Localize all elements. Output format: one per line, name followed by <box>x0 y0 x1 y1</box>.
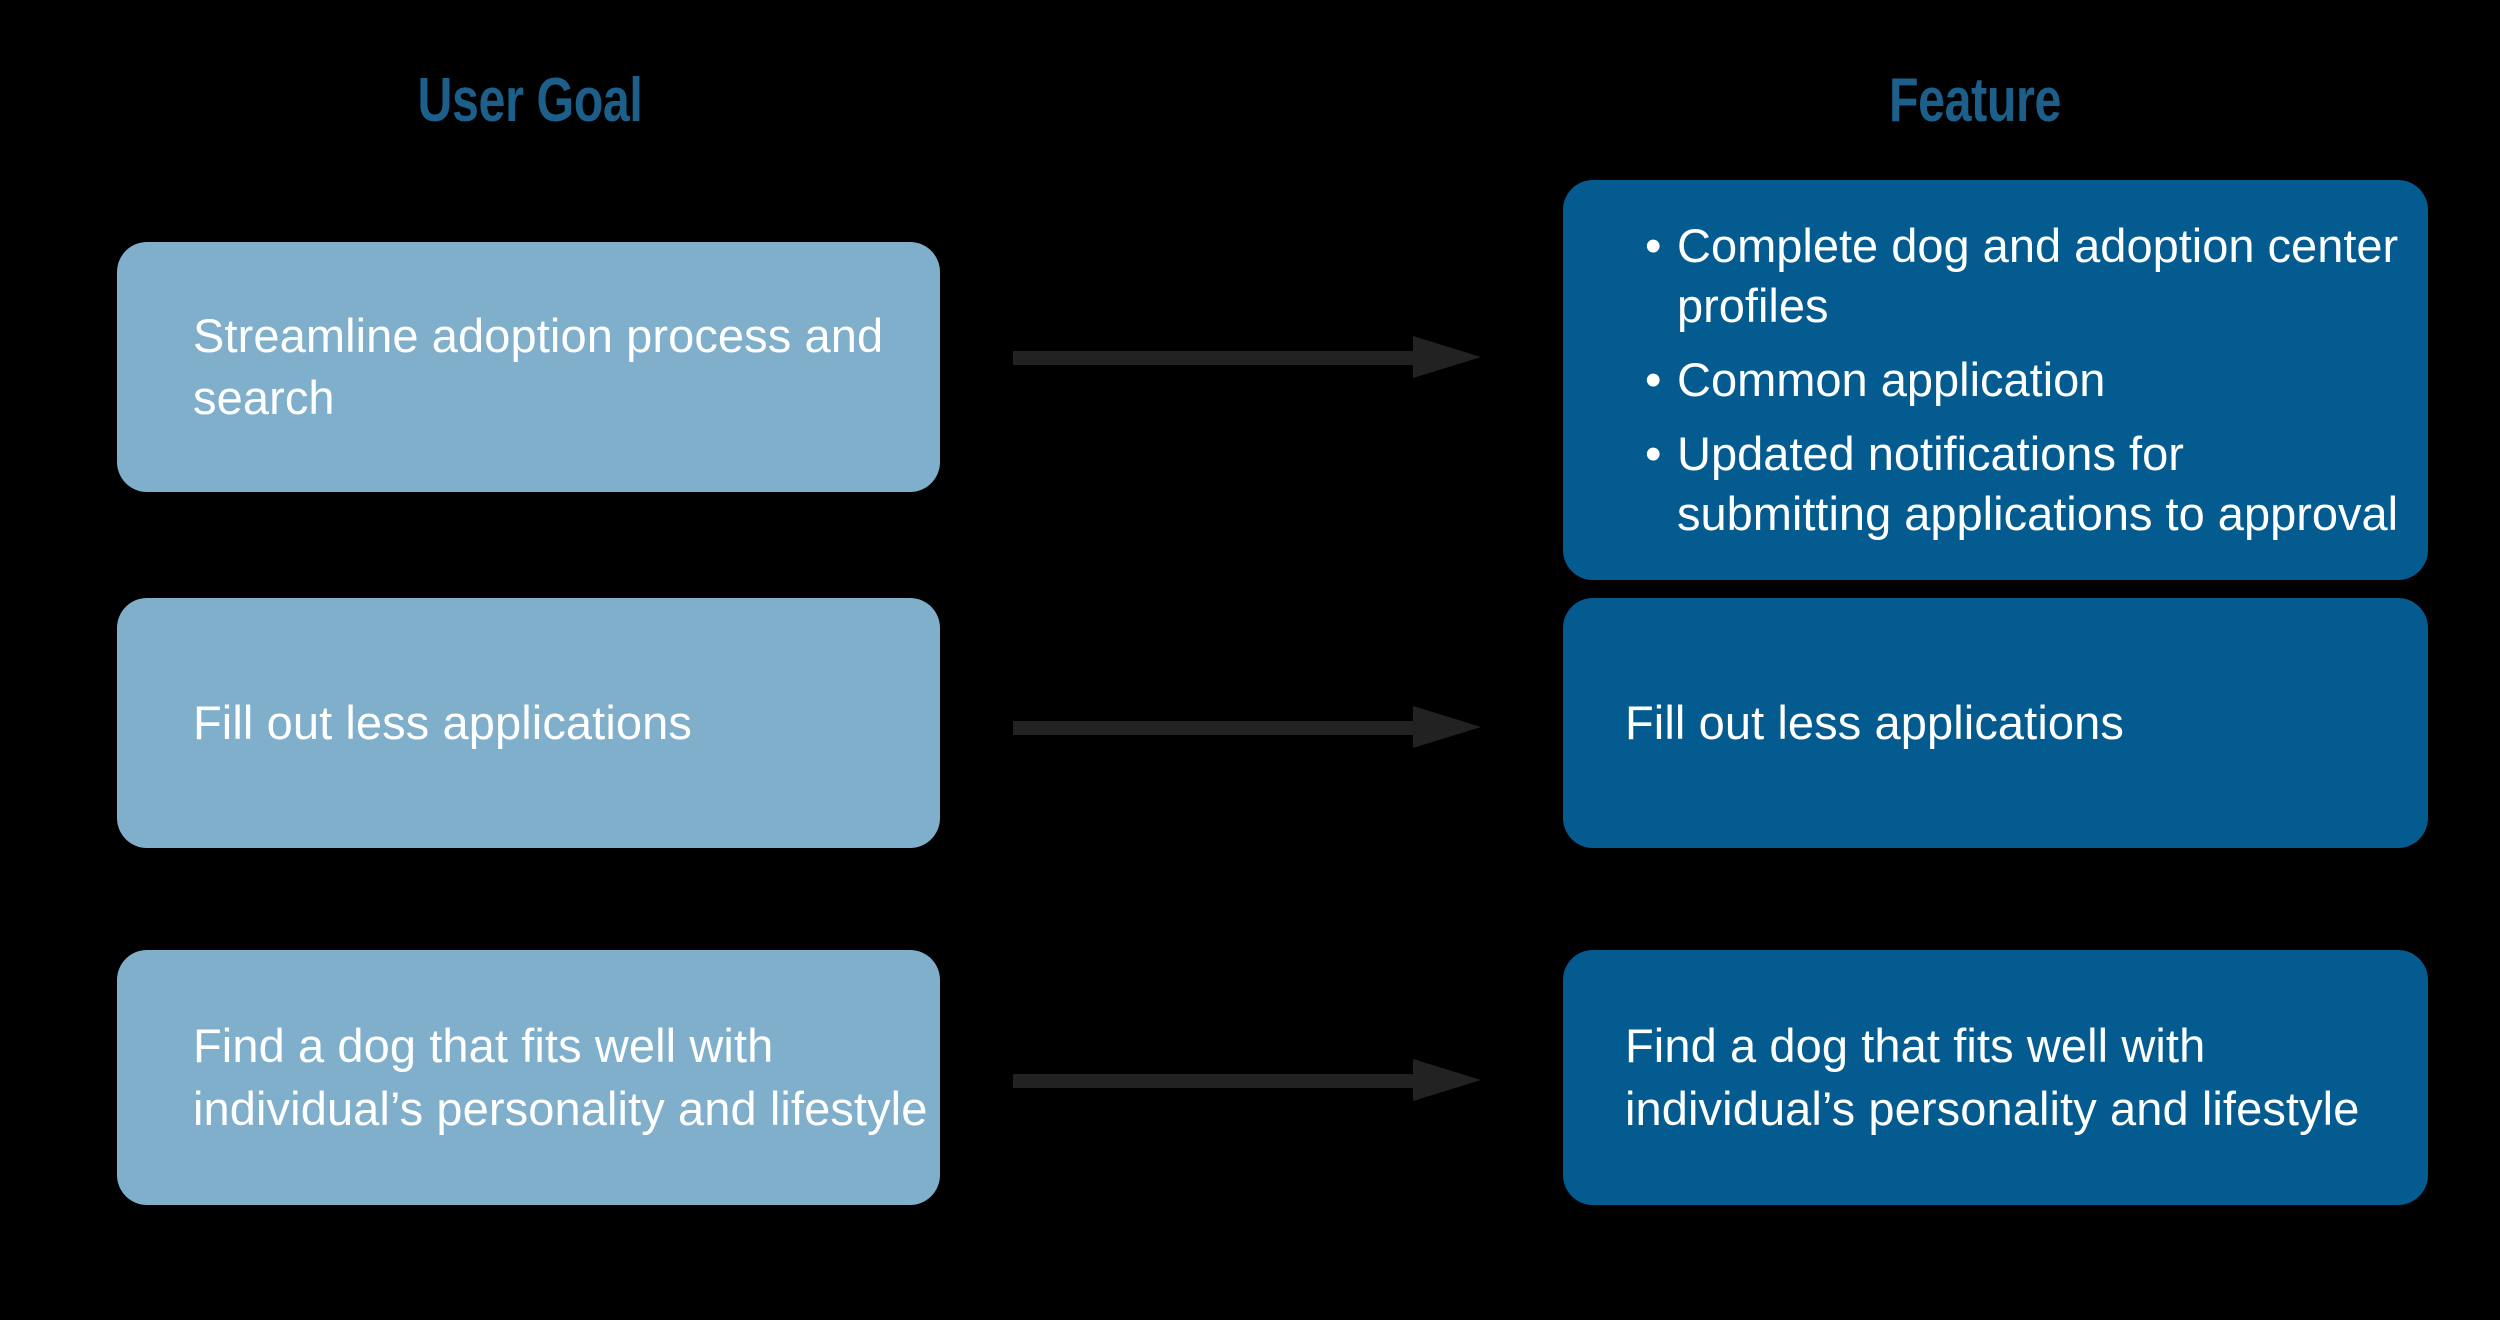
feature-bullet-label: Common application <box>1677 352 2106 406</box>
list-item: • Common application <box>1645 350 2410 410</box>
feature-card-2[interactable]: Fill out less applications <box>1563 598 2428 848</box>
feature-bullet-label: Updated notifications for submitting app… <box>1677 427 2399 541</box>
bullet-dot-icon: • <box>1645 352 1662 406</box>
right-arrow-icon <box>1013 1045 1485 1115</box>
feature-card-1[interactable]: • Complete dog and adoption center profi… <box>1563 180 2428 580</box>
user-goal-card-1-label: Streamline adoption process and search <box>193 308 884 424</box>
bullet-dot-icon: • <box>1645 218 1662 272</box>
column-heading-user-goal: User Goal <box>417 66 643 135</box>
feature-card-2-label: Fill out less applications <box>1625 695 2124 749</box>
bullet-dot-icon: • <box>1645 427 1662 481</box>
list-item: • Updated notifications for submitting a… <box>1645 424 2410 544</box>
list-item: • Complete dog and adoption center profi… <box>1645 216 2410 336</box>
feature-bullet-label: Complete dog and adoption center profile… <box>1677 218 2399 332</box>
user-goal-card-2[interactable]: Fill out less applications <box>117 598 940 848</box>
feature-card-3-label: Find a dog that fits well with individua… <box>1625 1019 2360 1135</box>
feature-card-1-bullet-list: • Complete dog and adoption center profi… <box>1603 216 2410 545</box>
feature-card-3[interactable]: Find a dog that fits well with individua… <box>1563 950 2428 1205</box>
user-goal-card-3[interactable]: Find a dog that fits well with individua… <box>117 950 940 1205</box>
user-goal-card-3-label: Find a dog that fits well with individua… <box>193 1019 928 1135</box>
right-arrow-icon <box>1013 322 1485 392</box>
right-arrow-icon <box>1013 692 1485 762</box>
user-goal-card-1[interactable]: Streamline adoption process and search <box>117 242 940 492</box>
column-heading-feature: Feature <box>1889 66 2061 135</box>
user-goal-card-2-label: Fill out less applications <box>193 695 692 749</box>
